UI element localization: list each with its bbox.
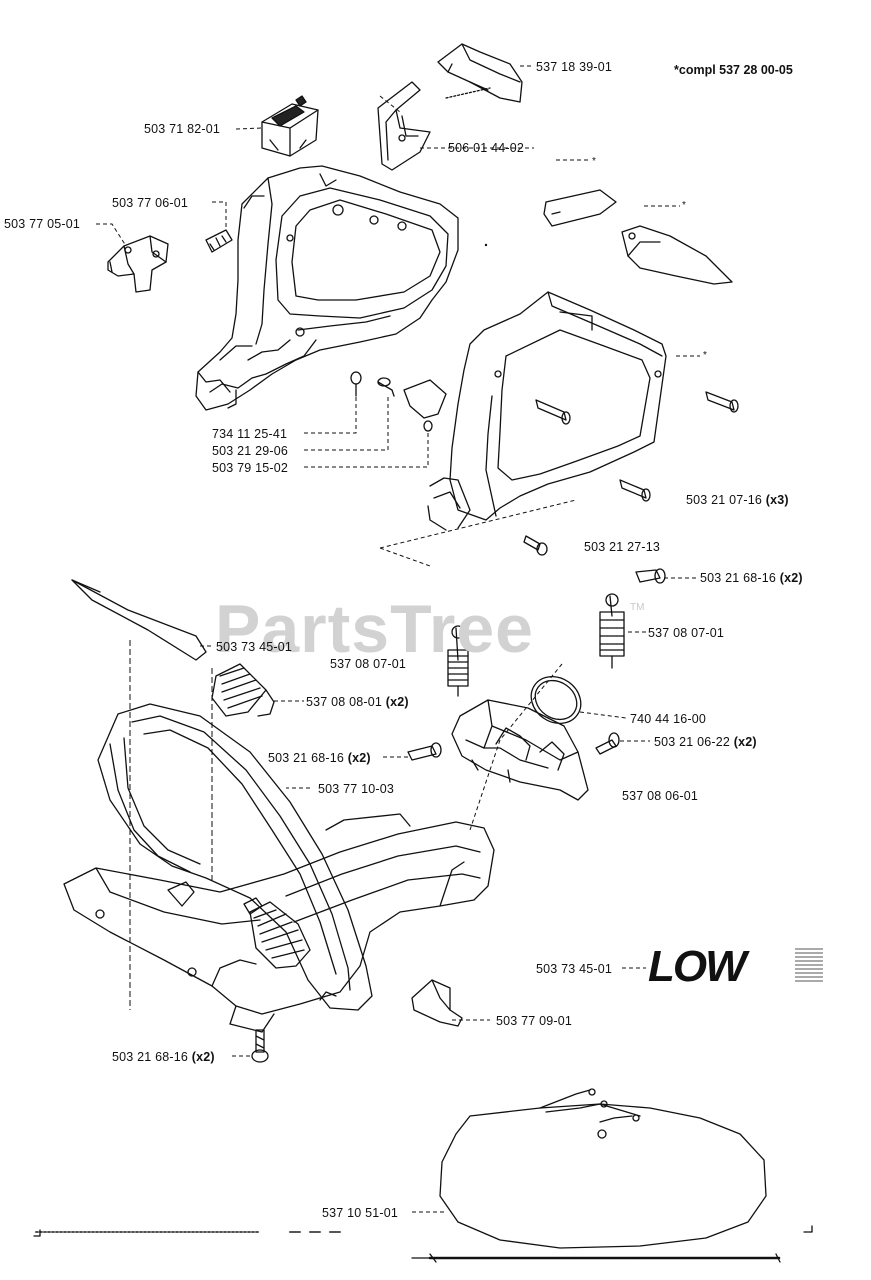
callout-label: 740 44 16-00 [630,712,707,726]
callout-label: 503 73 45-01 [536,962,613,976]
svg-text:*: * [703,350,707,361]
side-cover-part [427,291,667,531]
callout-label: 537 18 39-01 [536,60,613,74]
spring-part-right [599,593,625,669]
callout-label: 503 21 29-06 [212,444,289,458]
cover-wedge-part [621,225,733,285]
rear-handle-housing-part [195,165,459,411]
spring-part-left [211,663,275,717]
callout-label: 503 77 10-03 [318,782,395,796]
guard-plate-part [377,81,431,171]
spacer-part [205,229,233,253]
compl-note: *compl 537 28 00-05 [674,63,793,77]
heating-cable-part [411,1088,782,1263]
callout-label: 537 08 07-01 [330,657,407,671]
frame-rails-part [63,813,495,1033]
callout-label: 503 21 68-16 (x2) [268,751,371,765]
callout-label: 503 21 06-22 (x2) [654,735,757,749]
screw-part-6 [407,742,442,761]
callout-label: 537 08 06-01 [622,789,699,803]
callout-label: 503 21 68-16 (x2) [700,571,803,585]
screw-part-2 [705,391,739,413]
callout-label: 503 77 09-01 [496,1014,573,1028]
callout-label: 503 21 07-16 (x3) [686,493,789,507]
callout-label: 537 10 51-01 [322,1206,399,1220]
av-mount-block-part [451,699,589,801]
callout-label: 503 77 06-01 [112,196,189,210]
svg-text:*: * [682,200,686,211]
cover-strip-part [543,189,617,227]
spring-part-upper [447,625,469,697]
screw-part-7 [595,732,620,755]
callout-label: 506 01 44-02 [448,141,525,155]
low-logo: LOW [648,942,747,991]
hook-part [411,979,463,1027]
screw-part-1 [535,399,571,425]
switch-part [261,95,319,157]
callout-label: 503 77 05-01 [4,217,81,231]
watermark-text: PartsTree [215,591,534,667]
callout-label: 503 21 68-16 (x2) [112,1050,215,1064]
screw-part-4 [523,535,548,556]
decal-plate-part [71,579,207,661]
screw-part-8 [251,1029,269,1063]
callout-label: 537 08 07-01 [648,626,725,640]
svg-text:*: * [592,156,596,167]
callout-label: 734 11 25-41 [212,427,288,441]
watermark-trademark: TM [630,602,645,613]
callout-label: 503 79 15-02 [212,461,289,475]
callout-label: 503 21 27-13 [584,540,661,554]
low-logo-tail [795,948,823,982]
cover-bracket-part [437,43,523,103]
throttle-bracket-part [107,235,169,293]
o-ring-part [530,675,582,725]
front-handle-part [97,703,373,1011]
callout-label: 503 73 45-01 [216,640,293,654]
frame-spring-part [243,897,311,969]
small-screws [350,371,447,432]
screw-part-3 [619,479,651,502]
callout-label: 537 08 08-01 (x2) [306,695,409,709]
callout-label: 503 71 82-01 [144,122,221,136]
screw-part-5 [635,568,666,584]
